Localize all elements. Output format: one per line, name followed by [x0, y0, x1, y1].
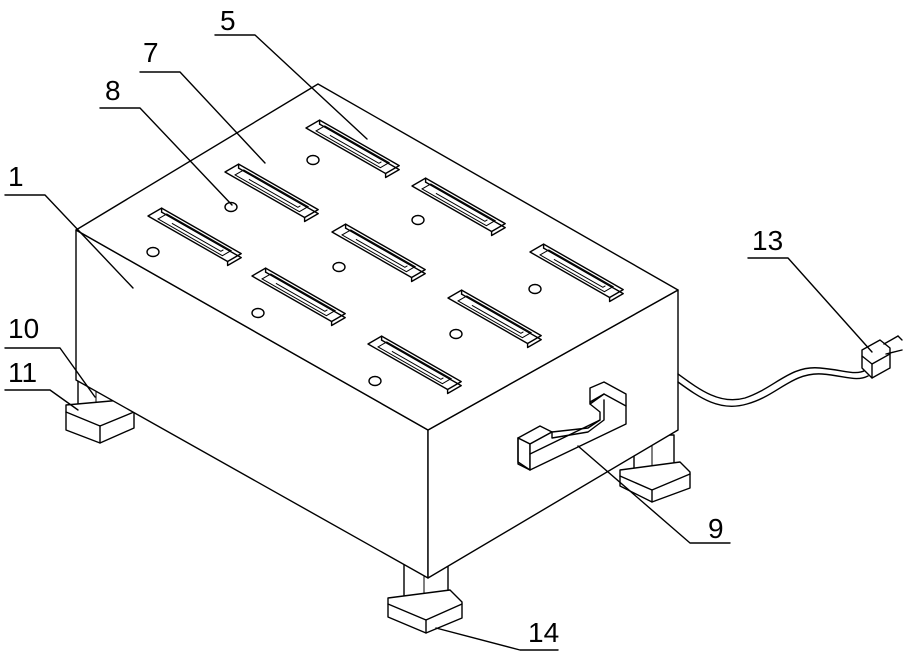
- callout-10: 10: [8, 313, 39, 344]
- indicator-hole: [147, 248, 159, 257]
- power-cord: [678, 368, 868, 407]
- callout-8: 8: [105, 75, 121, 106]
- indicator-hole: [307, 156, 319, 165]
- callout-5: 5: [220, 5, 236, 36]
- callout-13: 13: [752, 225, 783, 256]
- callout-11: 11: [8, 357, 37, 388]
- power-plug: [862, 336, 902, 378]
- indicator-hole: [333, 263, 345, 272]
- callout-7: 7: [143, 37, 159, 68]
- indicator-hole: [450, 330, 462, 339]
- callout-9: 9: [708, 513, 724, 544]
- indicator-hole: [529, 285, 541, 294]
- indicator-hole: [252, 309, 264, 318]
- indicator-hole: [369, 377, 381, 386]
- callout-14: 14: [528, 617, 559, 648]
- callout-1: 1: [8, 161, 24, 192]
- indicator-hole: [412, 216, 424, 225]
